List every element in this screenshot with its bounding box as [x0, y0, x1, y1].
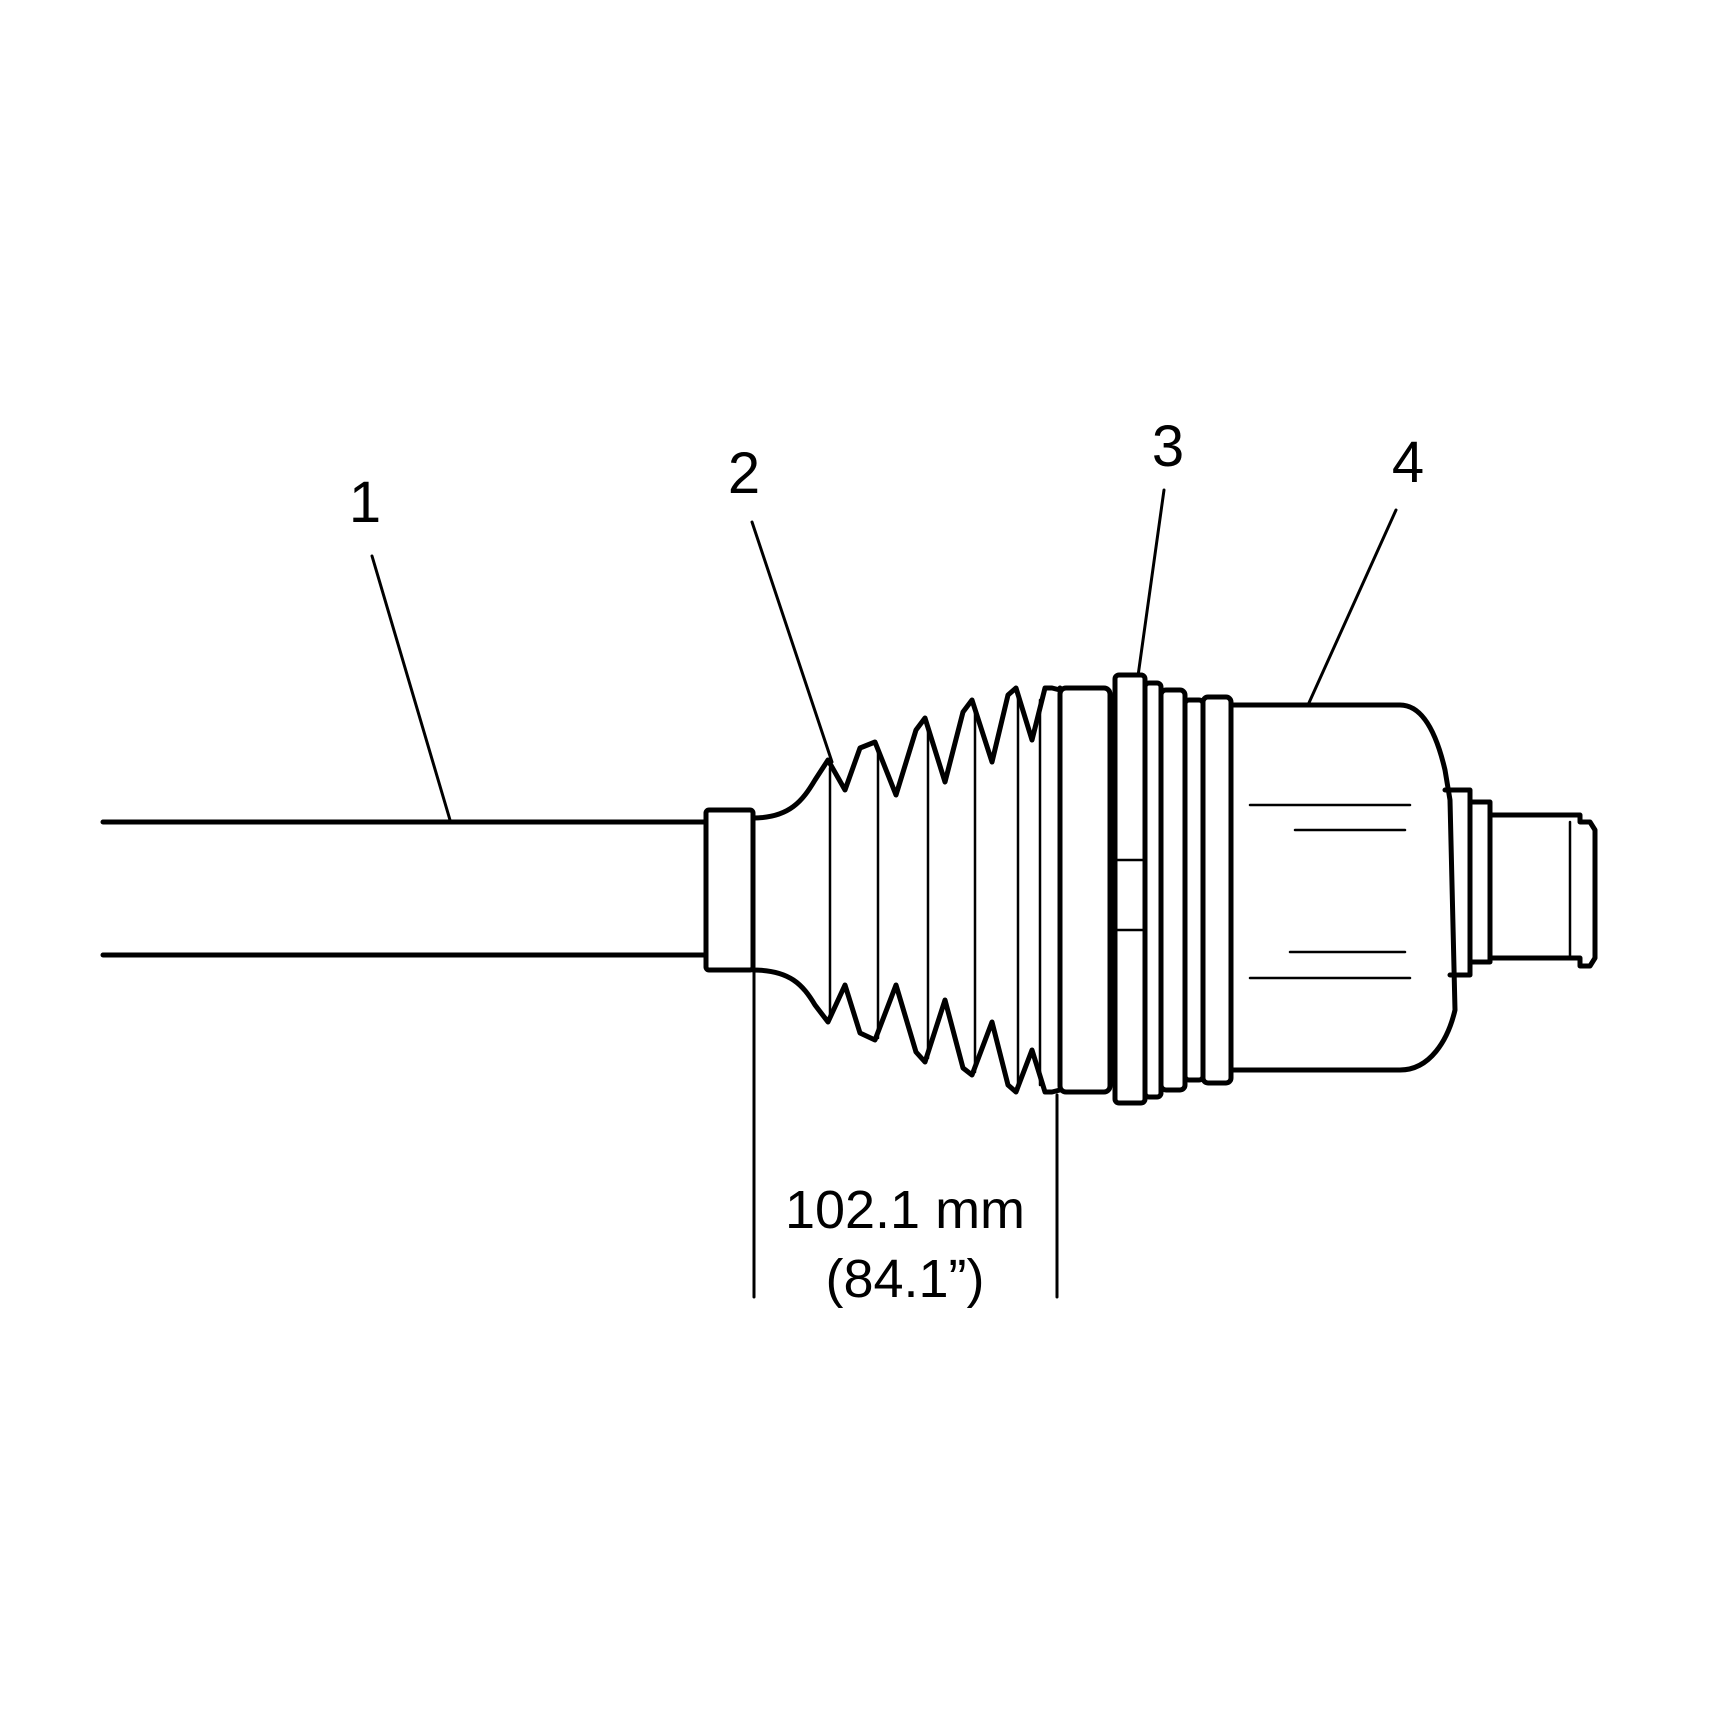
small-boot-band — [703, 807, 756, 973]
dimension-lines — [752, 970, 1059, 1299]
callout-3: 3 — [1152, 414, 1184, 479]
axle-shaft — [100, 819, 709, 958]
boot-collar — [1057, 685, 1113, 1095]
callout-leaders — [370, 488, 1398, 822]
dimension-metric: 102.1 mm — [785, 1180, 1025, 1240]
callout-2: 2 — [728, 441, 760, 506]
joint-housing — [1228, 702, 1598, 1073]
boot-clamp — [1112, 672, 1234, 1106]
callout-4: 4 — [1392, 430, 1424, 495]
callout-1: 1 — [349, 470, 381, 535]
dimension-imperial: (84.1”) — [825, 1249, 984, 1309]
boot — [750, 685, 1063, 1095]
